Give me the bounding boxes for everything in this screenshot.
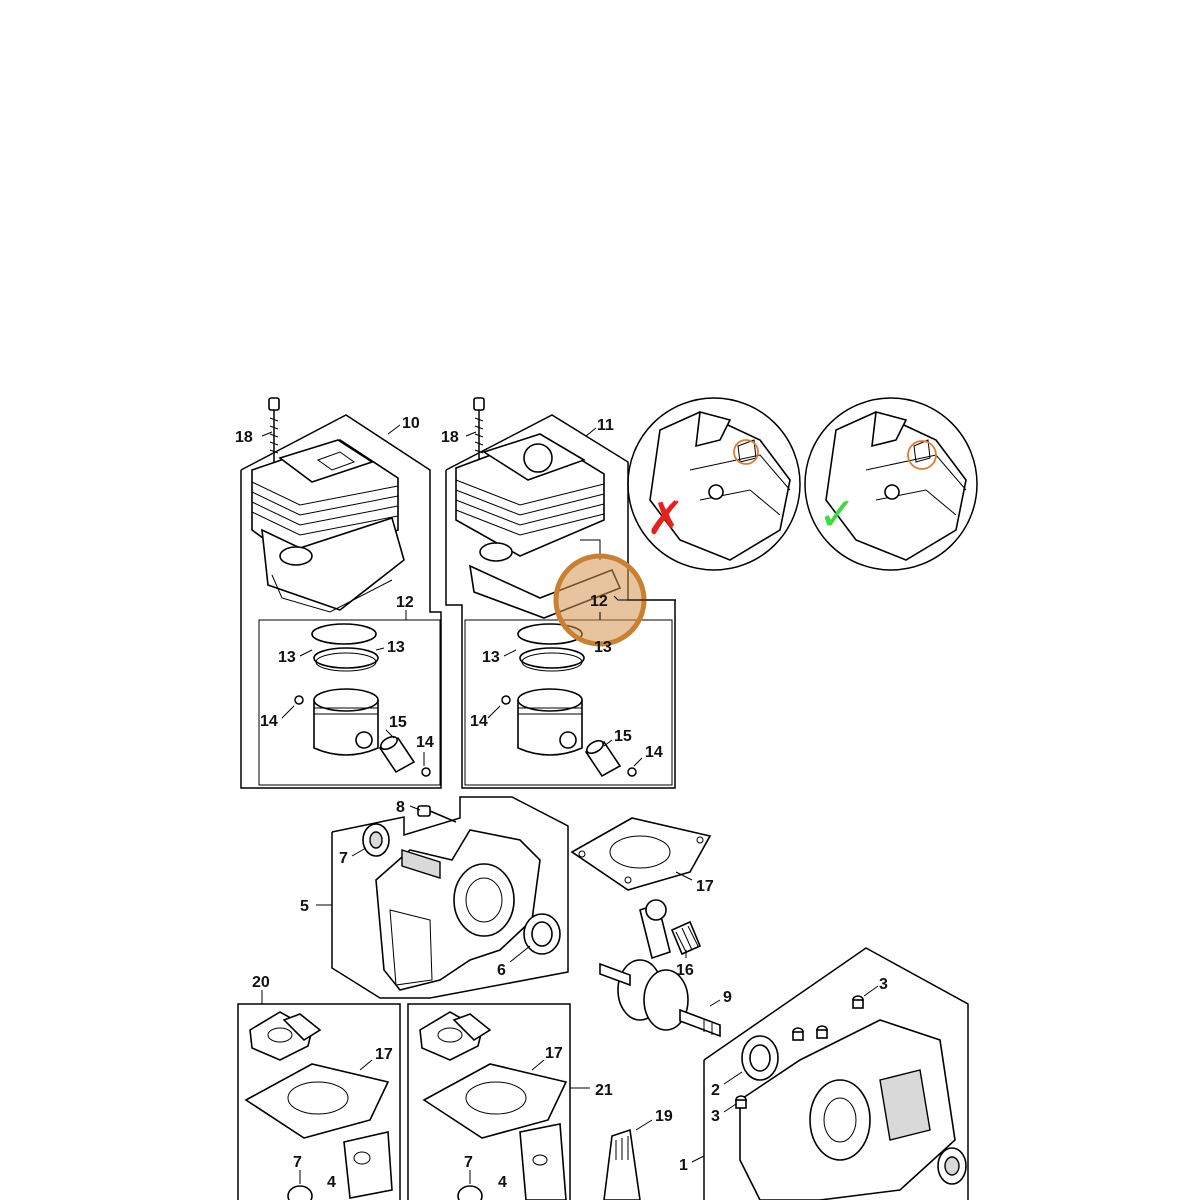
piston-rings-icon	[311, 623, 379, 672]
sleeve-icon	[735, 995, 864, 1109]
callout-17: 17	[545, 1045, 563, 1062]
callout-4: 4	[498, 1174, 507, 1191]
callout-12-highlighted: 12	[590, 593, 608, 610]
callout-7: 7	[464, 1154, 473, 1171]
needle-bearing-16	[670, 920, 702, 956]
callout-15: 15	[614, 728, 632, 745]
callout-20: 20	[252, 974, 270, 991]
oil-seal-icon	[362, 823, 390, 857]
callout-4: 4	[327, 1174, 336, 1191]
callout-5: 5	[300, 898, 309, 915]
callout-3: 3	[711, 1108, 720, 1125]
bolt-icon	[268, 397, 280, 462]
inset-incorrect: ✗	[627, 397, 801, 571]
callout-10: 10	[402, 415, 420, 432]
callout-13: 13	[387, 639, 405, 656]
leader-lines	[261, 424, 879, 1184]
callout-18: 18	[441, 429, 459, 446]
gasket-set-21	[407, 1003, 571, 1200]
cylinder-icon	[455, 433, 622, 619]
inset-correct: ✓	[804, 397, 978, 571]
callout-12: 12	[396, 594, 414, 611]
callout-19: 19	[655, 1108, 673, 1125]
crankcase-half-5	[331, 796, 569, 999]
bearing-icon	[741, 1035, 779, 1081]
callout-3: 3	[879, 976, 888, 993]
oil-seal-icon	[937, 1147, 967, 1185]
callout-11: 11	[597, 417, 614, 434]
gasket-17	[570, 817, 712, 891]
bearing-icon	[523, 913, 561, 955]
screw-icon	[417, 805, 457, 823]
cylinder-icon	[251, 439, 405, 613]
callout-8: 8	[396, 799, 405, 816]
incorrect-mark: ✗	[646, 491, 685, 545]
cylinder-assembly-10	[240, 397, 442, 789]
callout-13: 13	[278, 649, 296, 666]
piston-icon	[501, 688, 583, 756]
callout-14: 14	[416, 734, 434, 751]
gasket-set-20	[237, 1003, 401, 1200]
callout-labels: 18 10 18 11 12 12 13 13 13 13 14 14 14 1…	[235, 415, 888, 1191]
callout-18: 18	[235, 429, 253, 446]
crankshaft-9	[599, 899, 721, 1038]
piston-icon	[294, 688, 379, 756]
callout-17: 17	[375, 1046, 393, 1063]
callout-16: 16	[676, 962, 694, 979]
callout-7: 7	[293, 1154, 302, 1171]
piston-pin-icon	[378, 735, 431, 777]
callout-14: 14	[260, 713, 278, 730]
callout-9: 9	[723, 989, 732, 1006]
callout-6: 6	[497, 962, 506, 979]
shaft-19	[603, 1128, 641, 1200]
callout-13: 13	[482, 649, 500, 666]
callout-2: 2	[711, 1082, 720, 1099]
callout-13: 13	[594, 639, 612, 656]
crankcase-1	[703, 947, 969, 1200]
callout-14: 14	[470, 713, 488, 730]
callout-1: 1	[679, 1157, 688, 1174]
cylinder-assembly-11	[445, 397, 676, 789]
callout-17: 17	[696, 878, 714, 895]
callout-21: 21	[595, 1082, 613, 1099]
correct-mark: ✓	[818, 487, 857, 541]
callout-15: 15	[389, 714, 407, 731]
bolt-icon	[473, 397, 485, 462]
callout-14: 14	[645, 744, 663, 761]
piston-pin-icon	[584, 739, 637, 778]
callout-7: 7	[339, 850, 348, 867]
